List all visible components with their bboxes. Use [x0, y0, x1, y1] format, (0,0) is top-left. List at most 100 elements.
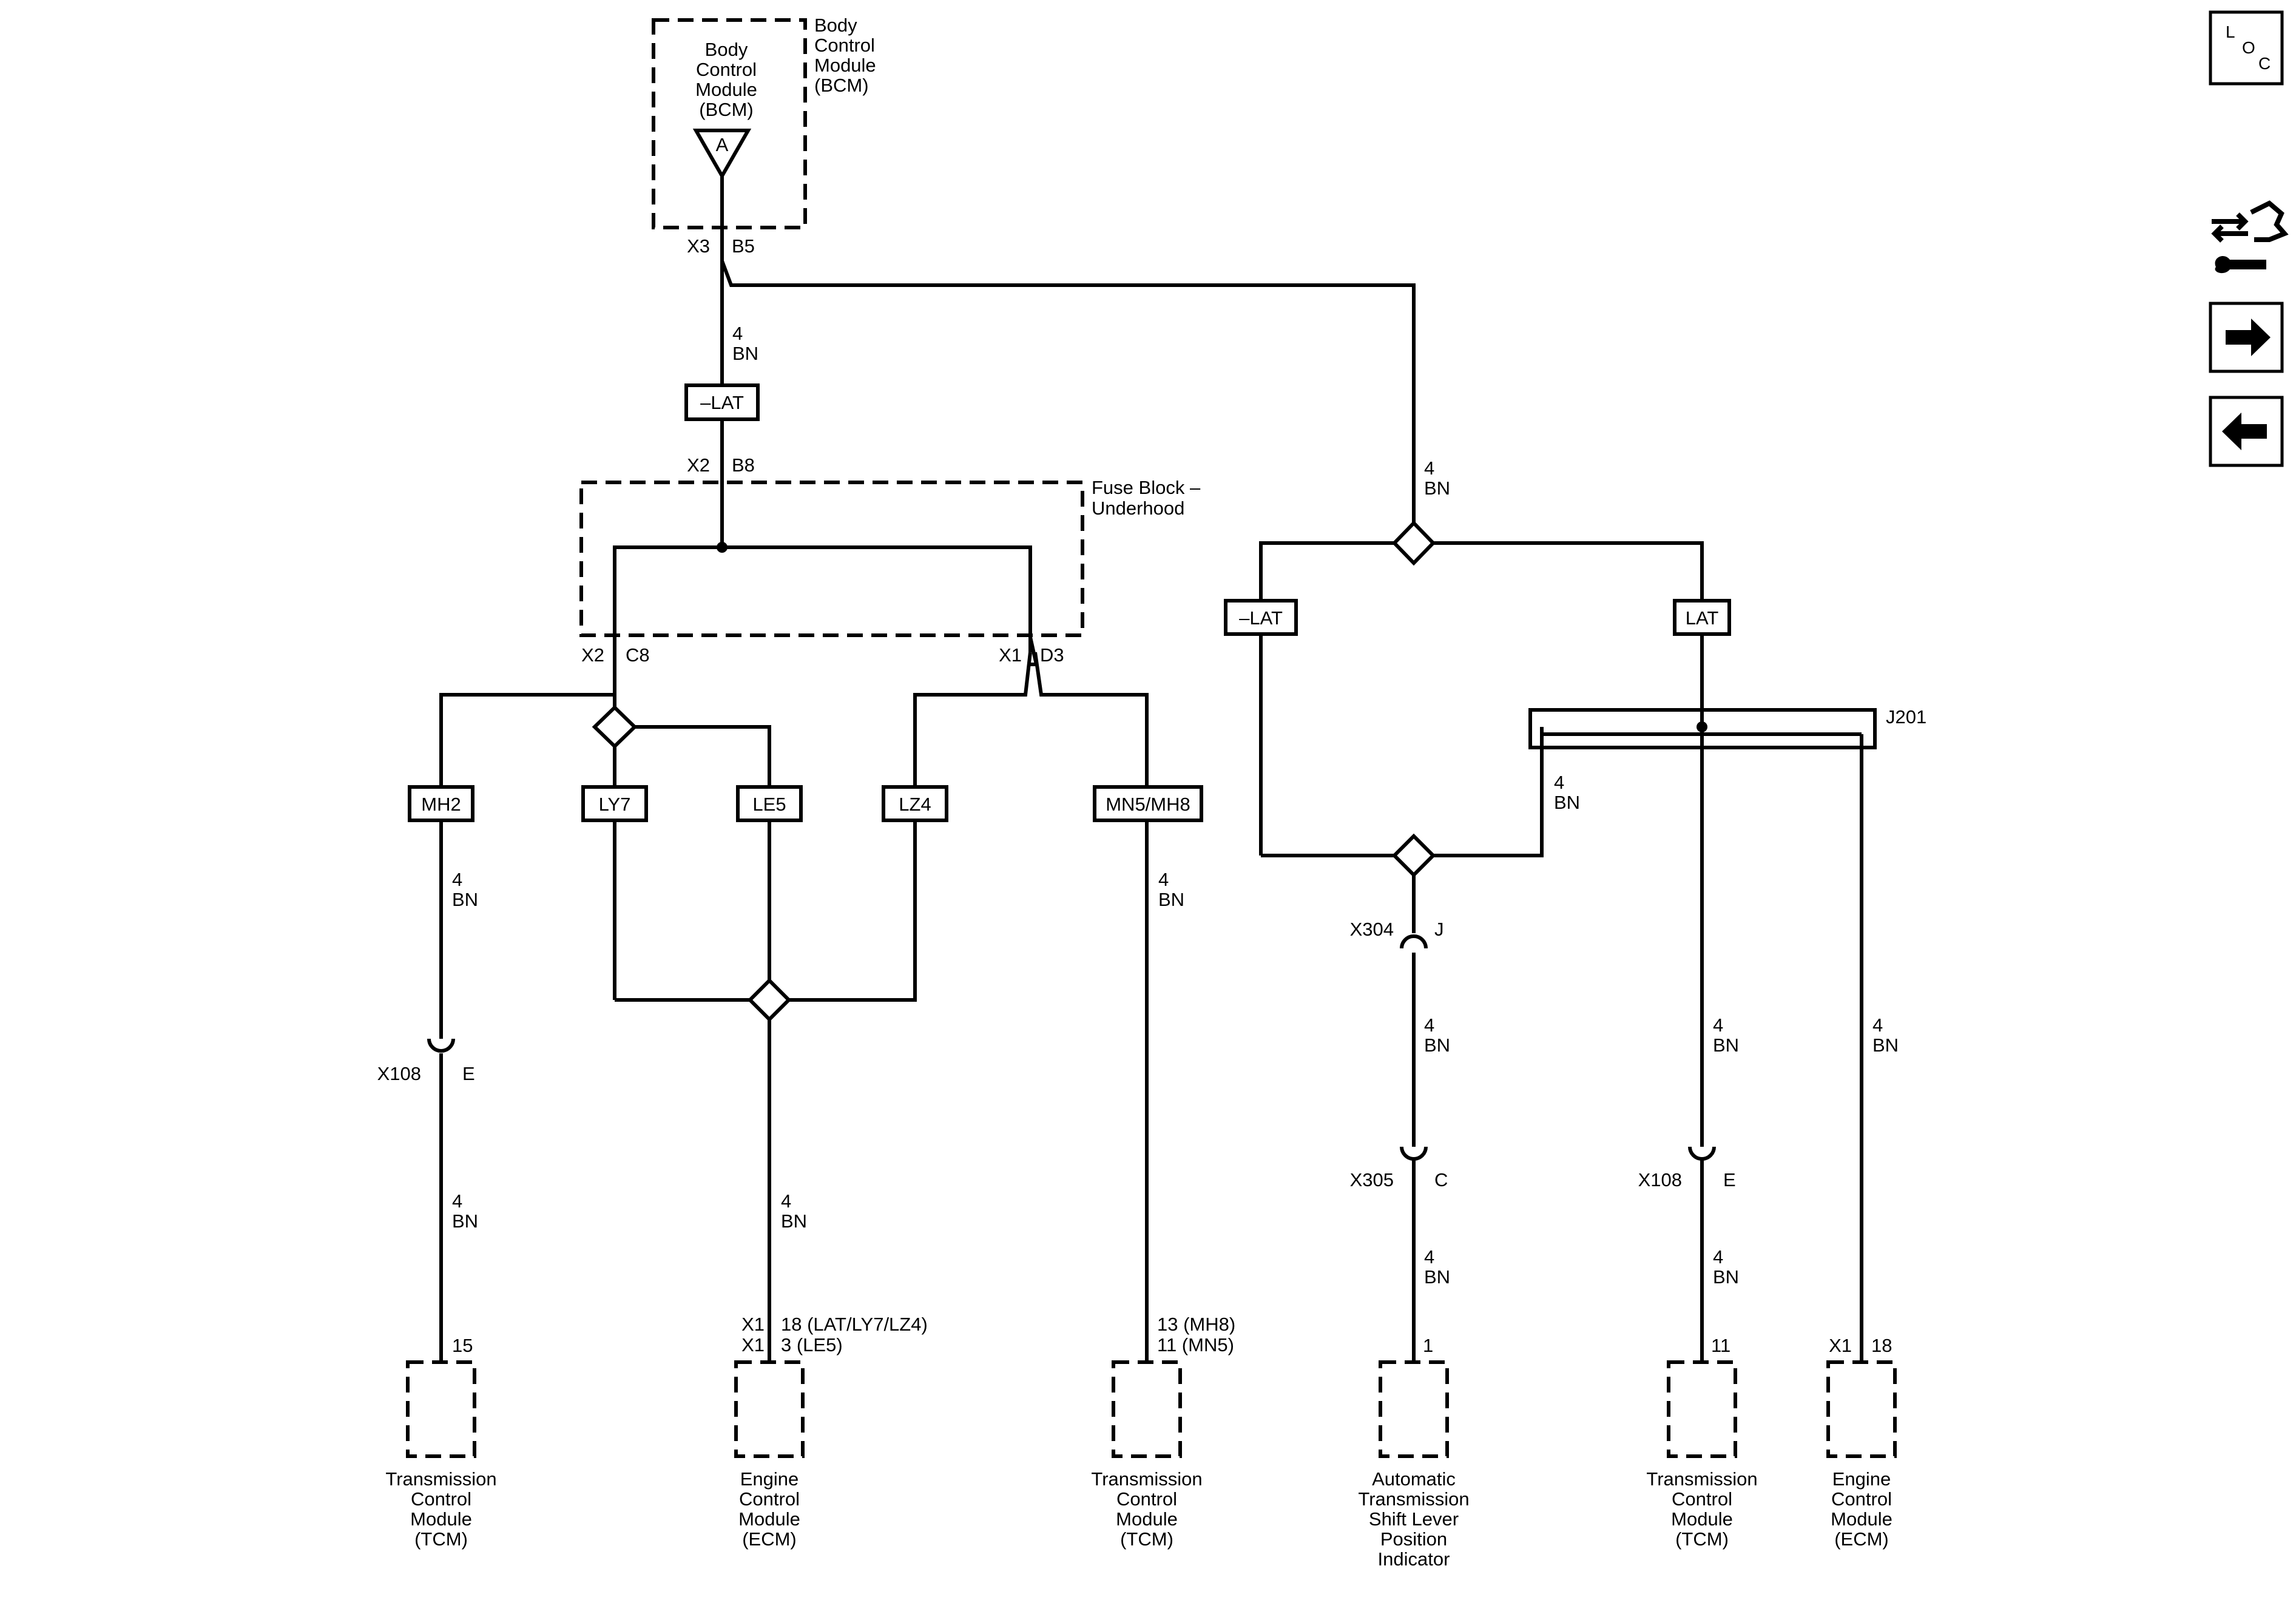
wire-spec-bn: BN: [1424, 1035, 1450, 1056]
component-label-4: (TCM): [414, 1528, 468, 1550]
component-label-3: Module: [1831, 1508, 1893, 1530]
bcm-module: Body Control Module (BCM) Body Control M…: [652, 15, 876, 257]
option-label: MN5/MH8: [1106, 794, 1190, 815]
component-label-4: (ECM): [1834, 1528, 1889, 1550]
connector-x108-left: X108: [377, 1063, 421, 1084]
right-network-wires: [1259, 541, 1863, 1362]
wire-spec-4: 4: [1713, 1246, 1723, 1268]
bcm-outer-label-4: (BCM): [814, 75, 869, 96]
component-ecm-right: Engine Control Module (ECM): [1826, 1360, 1897, 1550]
component-label-2: Control: [411, 1488, 471, 1510]
option-label: LE5: [752, 794, 786, 815]
ecm-left-conn-1: X1: [741, 1314, 765, 1335]
option-label: LZ4: [899, 794, 931, 815]
wire-spec-bn: BN: [1872, 1035, 1899, 1056]
component-shift-indicator: Automatic Transmission Shift Lever Posit…: [1358, 1360, 1470, 1570]
component-label-2: Control: [1831, 1488, 1892, 1510]
bcm-inner-label-4: (BCM): [699, 99, 754, 120]
option-label: LY7: [599, 794, 631, 815]
ecm-left-pin-2: 3 (LE5): [781, 1334, 843, 1355]
fuse-block-in-pin: B8: [732, 454, 755, 476]
wire-spec-4: 4: [781, 1190, 791, 1212]
component-label-2: Control: [739, 1488, 800, 1510]
shift-pin: 1: [1423, 1335, 1433, 1356]
component-ecm-left: Engine Control Module (ECM): [734, 1360, 805, 1550]
option-box-mn5-mh8: MN5/MH8: [1093, 785, 1203, 822]
arrow-left-icon: [2222, 413, 2267, 450]
bcm-inner-label-1: Body: [705, 39, 748, 60]
connector-x108-right-pin: E: [1723, 1169, 1736, 1190]
wire-spec-bn: BN: [732, 343, 758, 364]
loc-button[interactable]: L O C: [2209, 10, 2284, 86]
component-label-2: Transmission: [1358, 1488, 1469, 1510]
option-box-lat: LAT: [1673, 599, 1731, 636]
ecm-left-conn-2: X1: [741, 1334, 765, 1355]
wire-spec-4: 4: [1158, 869, 1169, 890]
option-label: –LAT: [1239, 607, 1283, 629]
component-label-4: (TCM): [1675, 1528, 1729, 1550]
component-label-2: Control: [1672, 1488, 1732, 1510]
wire-spec-4: 4: [452, 1190, 462, 1212]
component-label-4: (TCM): [1120, 1528, 1173, 1550]
fuse-left-pin: C8: [626, 644, 650, 666]
wire-spec-bn: BN: [781, 1210, 807, 1232]
component-tcm-left: Transmission Control Module (TCM): [385, 1360, 497, 1550]
connector-x304: X304: [1350, 919, 1394, 940]
bcm-wire: [720, 176, 1416, 546]
option-label: –LAT: [700, 392, 744, 413]
wire-spec-4: 4: [1424, 1246, 1434, 1268]
splice-diamond-ecm-left: [747, 977, 792, 1022]
wire-spec-bn: BN: [1713, 1035, 1739, 1056]
component-label-1: Automatic: [1372, 1468, 1456, 1490]
tcm-left-pin: 15: [452, 1335, 473, 1356]
loc-letter-o: O: [2242, 38, 2255, 57]
bcm-pin: B5: [732, 235, 755, 257]
bcm-outer-label-3: Module: [814, 55, 876, 76]
option-box-le5: LE5: [736, 785, 803, 822]
component-label-2: Control: [1116, 1488, 1177, 1510]
wire-spec-4: 4: [732, 323, 743, 344]
connector-x108-left-pin: E: [462, 1063, 475, 1084]
tcm-right-pin: 11: [1711, 1335, 1730, 1356]
bcm-inner-label-3: Module: [695, 79, 757, 100]
component-label-3: Module: [1671, 1508, 1733, 1530]
option-box-mh2: MH2: [408, 785, 474, 822]
wire-spec-4: 4: [1872, 1014, 1883, 1036]
splice-pack-j201: J201: [1528, 706, 1926, 749]
connector-x305-pin: C: [1434, 1169, 1448, 1190]
arrow-left-button[interactable]: [2209, 396, 2284, 467]
arrow-right-button[interactable]: [2209, 302, 2284, 373]
wire-spec-bn: BN: [452, 889, 478, 910]
wire-spec-4: 4: [1554, 772, 1564, 793]
connector-x108-right: X108: [1638, 1169, 1682, 1190]
splice-diamond-bcm-right: [1391, 520, 1436, 566]
wire-spec-bn: BN: [1554, 792, 1580, 813]
ecm-left-pin-1: 18 (LAT/LY7/LZ4): [781, 1314, 928, 1335]
bcm-outer-label-1: Body: [814, 15, 857, 36]
wire-spec-bn: BN: [1158, 889, 1184, 910]
connector-wrench-icon[interactable]: [2211, 200, 2289, 274]
ecm-right-conn: X1: [1829, 1335, 1852, 1356]
fuse-block-underhood: Fuse Block – Underhood: [579, 477, 1201, 683]
component-label-3: Module: [410, 1508, 472, 1530]
wire-spec-bn: BN: [1713, 1266, 1739, 1288]
wire-spec-bn: BN: [1424, 1266, 1450, 1288]
option-label: MH2: [421, 794, 461, 815]
ecm-right-pin: 18: [1871, 1335, 1892, 1356]
fuse-right-connector: X1: [999, 644, 1022, 666]
bcm-outer-label-2: Control: [814, 35, 875, 56]
component-label-3: Module: [738, 1508, 800, 1530]
wire-spec-bn: BN: [1424, 478, 1450, 499]
loc-letter-c: C: [2258, 54, 2271, 73]
wire-spec-4: 4: [1713, 1014, 1723, 1036]
wire-spec-4: 4: [1424, 457, 1434, 479]
option-label: LAT: [1686, 607, 1719, 629]
component-tcm-right: Transmission Control Module (TCM): [1646, 1360, 1758, 1550]
splice-diamond-ly7-le5: [592, 704, 638, 749]
fuse-block-label-2: Underhood: [1092, 498, 1184, 519]
fuse-block-label-1: Fuse Block –: [1092, 477, 1201, 498]
tcm-mid-pin-2: 11 (MN5): [1157, 1334, 1234, 1355]
wire-spec-4: 4: [452, 869, 462, 890]
fuse-right-pin: D3: [1040, 644, 1064, 666]
